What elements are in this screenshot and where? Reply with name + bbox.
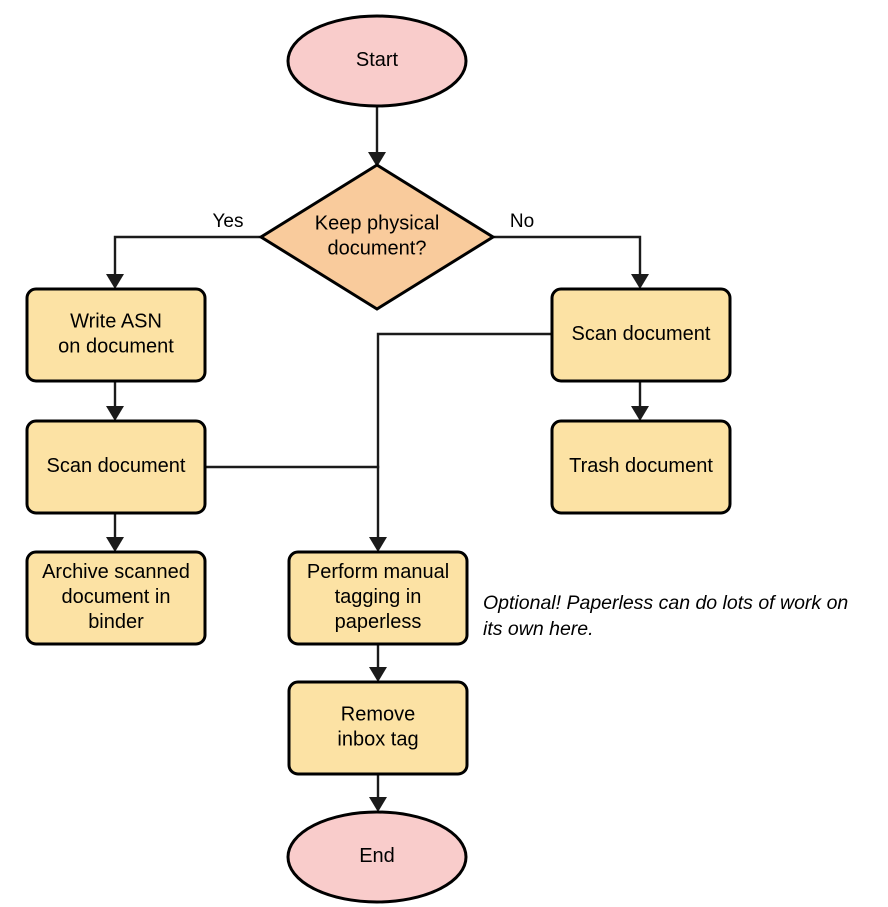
edge-path [491, 235, 642, 284]
edge-tagging-to-remove [369, 642, 387, 682]
arrow-head-icon [631, 274, 649, 289]
process-shape [550, 419, 732, 515]
decision-shape [258, 163, 496, 311]
edge-scan-right-to-tagging [369, 332, 554, 552]
arrow-head-icon [369, 797, 387, 812]
node-label: End [359, 845, 395, 867]
node-label: Start [356, 49, 399, 71]
node-trash[interactable]: Trash document [550, 419, 732, 515]
arrow-head-icon [106, 537, 124, 552]
edge-scan-left-to-archive [106, 511, 124, 552]
edge-path [376, 332, 554, 547]
process-shape [25, 550, 207, 646]
edge-decision-no: No [491, 211, 649, 289]
node-start[interactable]: Start [286, 14, 468, 108]
node-scan-right[interactable]: Scan document [550, 287, 732, 383]
annotation-optional-note: Optional! Paperless can do lots of work … [483, 592, 848, 640]
edge-remove-to-end [369, 772, 387, 812]
node-scan-left[interactable]: Scan document [25, 419, 207, 515]
arrow-head-icon [368, 152, 386, 167]
arrow-head-icon [631, 406, 649, 421]
edge-path [113, 235, 263, 284]
node-end[interactable]: End [286, 810, 468, 904]
terminator-shape [286, 14, 468, 108]
process-shape [25, 419, 207, 515]
edges-layer: Yes No [106, 104, 649, 812]
process-shape [287, 680, 469, 776]
annotations-layer: Optional! Paperless can do lots of work … [483, 592, 848, 640]
node-label: Scan document [572, 323, 711, 345]
edge-start-to-decision [368, 104, 386, 167]
node-label: Scan document [47, 455, 186, 477]
arrow-head-icon [106, 274, 124, 289]
edge-write-asn-to-scan-left [106, 379, 124, 421]
arrow-head-icon [369, 537, 387, 552]
node-label: Trash document [569, 455, 713, 477]
arrow-head-icon [106, 406, 124, 421]
edge-label-decision-yes: Yes [213, 211, 244, 232]
arrow-head-icon [369, 667, 387, 682]
process-shape [550, 287, 732, 383]
terminator-shape [286, 810, 468, 904]
edge-scan-right-to-trash [631, 379, 649, 421]
edge-decision-yes: Yes [106, 211, 263, 289]
process-shape [287, 550, 469, 646]
process-shape [25, 287, 207, 383]
edge-label-decision-no: No [510, 211, 534, 232]
